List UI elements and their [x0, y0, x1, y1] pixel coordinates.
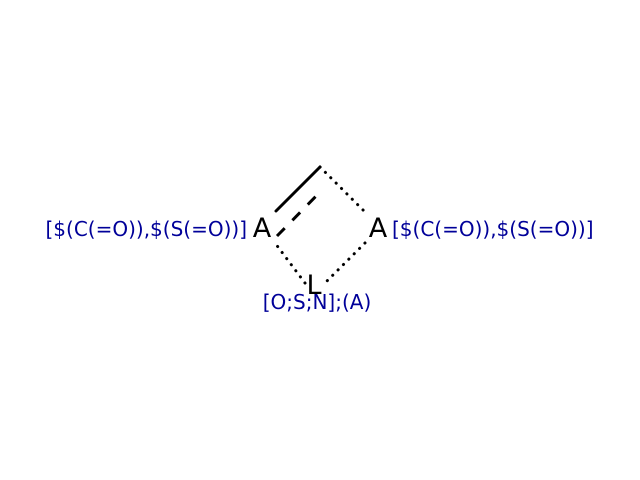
atom-right: A [$(C(=O)),$(S(=O))] [369, 213, 594, 244]
atom-bottom-symbol: L [306, 270, 321, 301]
bond-bottom-left [273, 241, 307, 285]
atom-bottom: L [O;S;N];(A) [263, 270, 372, 314]
atom-left-symbol: A [253, 213, 272, 244]
atom-right-query-label: [$(C(=O)),$(S(=O))] [392, 217, 594, 241]
bond-left-top-dashed [275, 187, 325, 238]
atom-left-query-label: [$(C(=O)),$(S(=O))] [46, 217, 248, 241]
atom-right-symbol: A [369, 213, 388, 244]
atom-bottom-query-label: [O;S;N];(A) [263, 290, 372, 314]
atom-left: [$(C(=O)),$(S(=O))] A [46, 213, 272, 244]
bond-right-bottom [322, 241, 367, 286]
bond-top-right [318, 165, 368, 215]
bonds [273, 165, 368, 286]
bond-left-top-solid [274, 165, 322, 213]
